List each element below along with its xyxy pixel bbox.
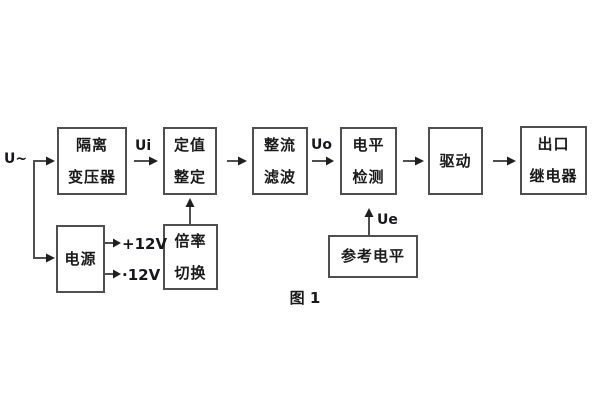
- block-label-line: 隔离: [75, 135, 108, 154]
- block-ratio-switch: 倍率 切换: [163, 224, 218, 290]
- block-drive: 驱动: [428, 127, 483, 195]
- block-label-line: 变压器: [67, 167, 116, 186]
- block-label-line: 整定: [173, 167, 206, 186]
- arrow-level-to-drive: [403, 156, 424, 166]
- label-rail-pos: +12V: [122, 235, 168, 253]
- block-rectify-filter: 整流 滤波: [252, 127, 308, 195]
- arrow-drive-to-relay: [493, 156, 516, 166]
- block-label-line: 倍率: [174, 231, 207, 250]
- block-label-line: 参考电平: [340, 247, 405, 265]
- block-label-line: 驱动: [439, 151, 472, 170]
- label-rail-neg: ·12V: [122, 266, 161, 284]
- block-label-line: 出口: [537, 135, 570, 153]
- arrow-uo: [312, 156, 334, 166]
- block-value-setting: 定值 整定: [163, 127, 217, 195]
- block-level-detect: 电平 检测: [340, 127, 397, 195]
- block-label-line: 切换: [174, 263, 207, 282]
- block-label-line: 整流: [263, 135, 296, 154]
- arrow-setting-to-rectifier: [227, 156, 247, 166]
- wire-input-branch: [33, 156, 55, 263]
- block-power-supply: 电源: [56, 225, 105, 293]
- block-label-line: 继电器: [529, 167, 578, 185]
- block-label-line: 滤波: [263, 167, 296, 186]
- block-reference-level: 参考电平: [328, 235, 418, 278]
- block-output-relay: 出口 继电器: [520, 126, 587, 195]
- block-label-line: 定值: [173, 135, 206, 154]
- figure-caption: 图 1: [289, 289, 321, 307]
- label-ue: Ue: [377, 212, 398, 228]
- label-input-u: U~: [4, 151, 28, 167]
- block-label-line: 电平: [352, 135, 385, 154]
- arrow-rail-neg: [105, 269, 121, 279]
- arrow-ratio-up: [185, 198, 195, 224]
- block-label-line: 电源: [64, 249, 97, 268]
- block-label-line: 检测: [352, 167, 385, 186]
- block-isolation-transformer: 隔离 变压器: [57, 127, 127, 195]
- arrow-ui: [134, 156, 158, 166]
- label-ui: Ui: [135, 138, 152, 154]
- arrow-ue-up: [364, 208, 374, 235]
- arrow-rail-pos: [105, 238, 121, 248]
- label-uo: Uo: [311, 137, 332, 153]
